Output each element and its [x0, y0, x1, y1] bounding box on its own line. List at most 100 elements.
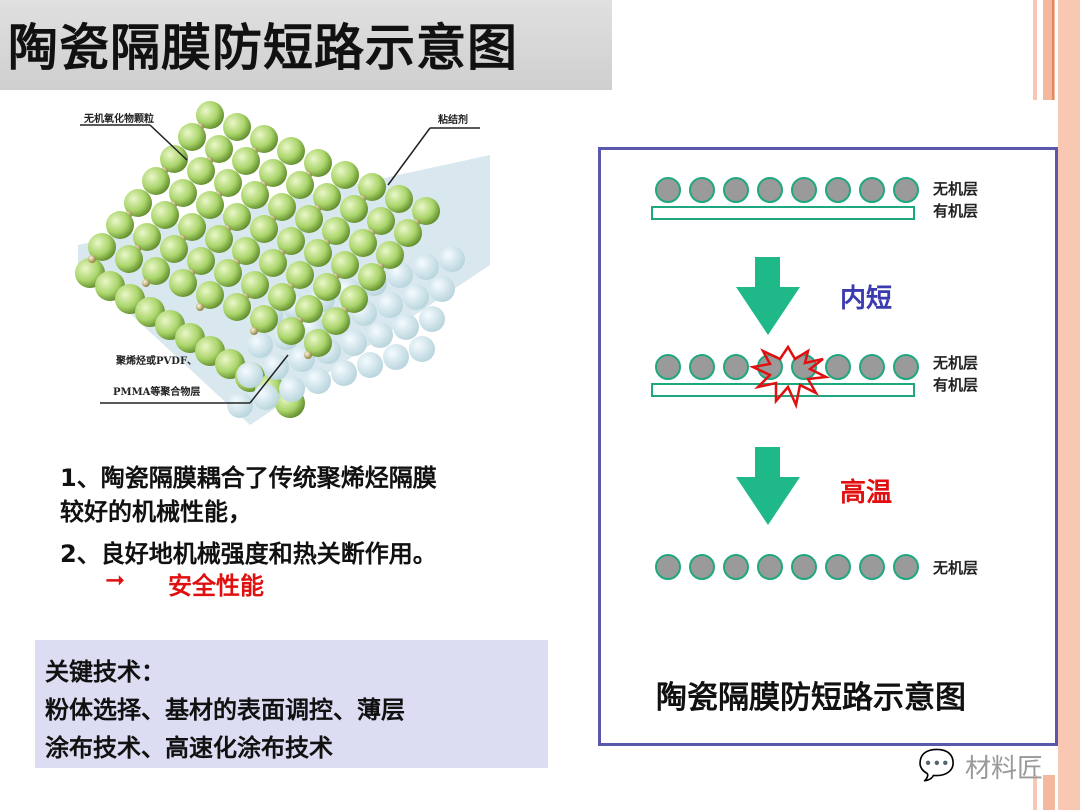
inorganic-particle: [142, 257, 170, 285]
substrate-pore: [413, 254, 439, 280]
inorganic-particle: [385, 185, 413, 213]
inorganic-particle: [133, 223, 161, 251]
schematic-caption: 陶瓷隔膜防短路示意图: [656, 680, 966, 716]
inorganic-particle: [277, 317, 305, 345]
substrate-pore: [377, 292, 403, 318]
substrate-pore: [439, 246, 465, 272]
inorganic-particle: [655, 554, 681, 580]
decor-stripe: [1033, 0, 1037, 100]
watermark: 材料匠: [965, 754, 1044, 784]
substrate-pore: [341, 330, 367, 356]
inorganic-particle: [331, 251, 359, 279]
inorganic-particle: [214, 259, 242, 287]
inorganic-particle: [178, 123, 206, 151]
slide-title: 陶瓷隔膜防短路示意图: [8, 19, 518, 77]
substrate-pore: [247, 332, 273, 358]
substrate-pore: [357, 352, 383, 378]
inorganic-particle: [286, 171, 314, 199]
label-inorganic-3: 无机层: [933, 559, 979, 577]
inorganic-particle: [412, 197, 440, 225]
key-tech-line-1: 粉体选择、基材的表面调控、薄层: [45, 696, 405, 724]
inorganic-particle: [169, 179, 197, 207]
inorganic-particle: [791, 554, 817, 580]
binder-particle: [88, 255, 96, 263]
inorganic-particle: [322, 217, 350, 245]
key-tech-box: 关键技术： 粉体选择、基材的表面调控、薄层 涂布技术、高速化涂布技术: [35, 640, 548, 768]
inorganic-particle: [196, 281, 224, 309]
inorganic-particle: [250, 215, 278, 243]
inorganic-particle: [196, 191, 224, 219]
binder-particle: [196, 303, 204, 311]
inorganic-particle: [893, 177, 919, 203]
substrate-pore: [383, 344, 409, 370]
substrate-pore: [367, 322, 393, 348]
inorganic-particle: [268, 283, 296, 311]
inorganic-particle: [250, 125, 278, 153]
inorganic-particle: [689, 354, 715, 380]
inorganic-particle: [232, 147, 260, 175]
inorganic-particle: [88, 233, 116, 261]
label-polymer: 聚烯烃或PVDF、: [116, 356, 198, 367]
inorganic-particle: [124, 189, 152, 217]
title-bar: [0, 0, 612, 90]
arrow-down-icon: [736, 447, 800, 525]
inorganic-particle: [340, 195, 368, 223]
inorganic-particle: [331, 161, 359, 189]
substrate-pore: [419, 306, 445, 332]
inorganic-particle: [286, 261, 314, 289]
inorganic-particle: [825, 554, 851, 580]
inorganic-particle: [757, 177, 783, 203]
inorganic-particle: [791, 177, 817, 203]
short-circuit-burst-icon: [748, 344, 831, 410]
label-polymer-2: PMMA等聚合物层: [113, 387, 201, 398]
point-1: 1、陶瓷隔膜耦合了传统聚烯烃隔膜: [60, 464, 437, 492]
inorganic-particle: [757, 554, 783, 580]
inorganic-particle: [358, 263, 386, 291]
inorganic-particle: [295, 295, 323, 323]
inorganic-particle: [394, 219, 422, 247]
decor-stripe: [1033, 775, 1037, 810]
binder-particle: [250, 327, 258, 335]
inorganic-particle: [241, 271, 269, 299]
substrate-pore: [237, 362, 263, 388]
substrate-pore: [393, 314, 419, 340]
inorganic-particle: [859, 354, 885, 380]
inorganic-particle: [376, 241, 404, 269]
inorganic-particle: [304, 149, 332, 177]
inorganic-particle: [223, 113, 251, 141]
inorganic-particle: [241, 181, 269, 209]
inorganic-particle: [214, 169, 242, 197]
label-binder: 粘结剂: [438, 115, 468, 126]
inorganic-particle: [196, 101, 224, 129]
internal-short-label: 内短: [840, 284, 893, 314]
inorganic-particle: [859, 177, 885, 203]
substrate-pore: [429, 276, 455, 302]
point-1-cont: 较好的机械性能，: [60, 498, 252, 526]
inorganic-particle: [277, 227, 305, 255]
inorganic-particle: [340, 285, 368, 313]
inorganic-particle: [825, 177, 851, 203]
inorganic-particle: [689, 177, 715, 203]
substrate-pore: [279, 376, 305, 402]
inorganic-particle: [160, 235, 188, 263]
inorganic-particle: [169, 269, 197, 297]
inorganic-particle: [655, 354, 681, 380]
inorganic-particle: [277, 137, 305, 165]
organic-layer: [651, 383, 915, 397]
inorganic-particle: [205, 225, 233, 253]
inorganic-particle: [115, 245, 143, 273]
organic-layer: [651, 206, 915, 220]
inorganic-particle: [367, 207, 395, 235]
decor-stripe: [1052, 0, 1054, 100]
inorganic-particle: [304, 329, 332, 357]
schematic-drawing: [651, 177, 919, 580]
decor-stripe: [1043, 775, 1055, 810]
substrate-pore: [403, 284, 429, 310]
binder-particle: [142, 279, 150, 287]
label-inorganic-2: 无机层: [933, 354, 979, 372]
binder-particle: [304, 351, 312, 359]
high-temp-label: 高温: [840, 478, 893, 508]
substrate-pore: [305, 368, 331, 394]
decor-stripe: [1058, 0, 1080, 810]
substrate-pore: [409, 336, 435, 362]
